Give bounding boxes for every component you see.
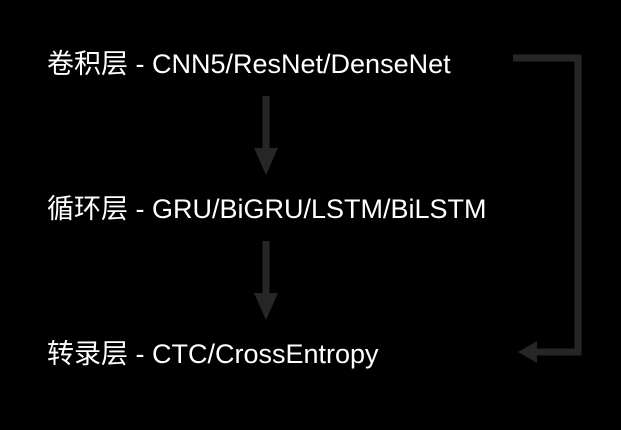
feedback-loop-arrow-icon <box>513 54 582 363</box>
arrow-rnn-to-trans-icon <box>254 241 278 320</box>
node-convolutional-layer: 卷积层 - CNN5/ResNet/DenseNet <box>47 49 451 79</box>
node-transcription-layer: 转录层 - CTC/CrossEntropy <box>47 339 379 369</box>
node-recurrent-layer: 循环层 - GRU/BiGRU/LSTM/BiLSTM <box>47 194 487 224</box>
arrow-conv-to-rnn-icon <box>254 96 278 175</box>
